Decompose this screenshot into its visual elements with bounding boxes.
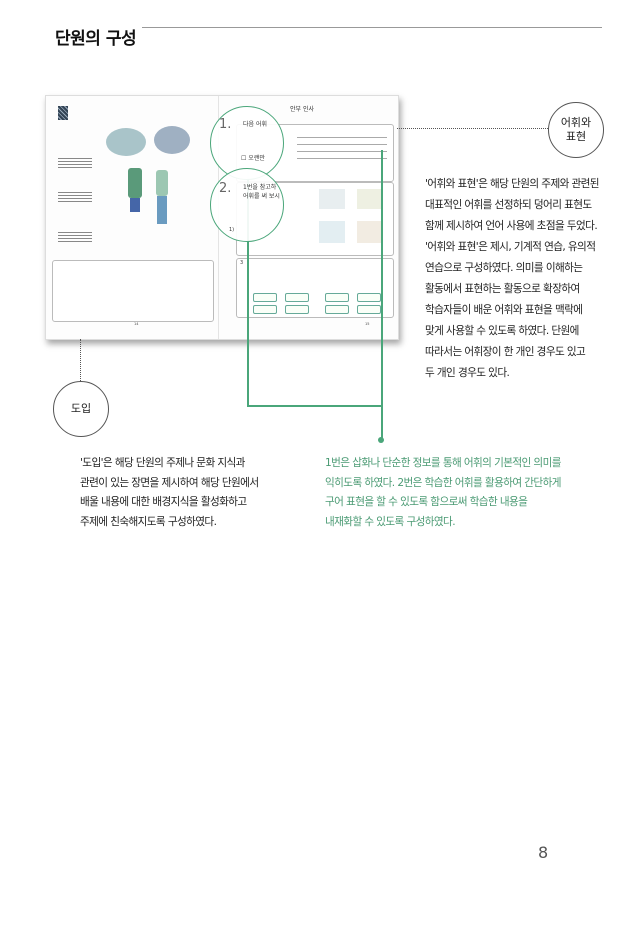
word-chip xyxy=(285,293,309,302)
unit-title: 안부 인사 xyxy=(290,106,314,113)
vocab-description: '어휘와 표현'은 해당 단원의 주제와 관련된 대표적인 어휘를 선정하되 덩… xyxy=(425,178,600,379)
page-number: 8 xyxy=(538,843,549,862)
exercise-image xyxy=(357,189,383,209)
qr-code-icon xyxy=(58,106,68,120)
sub-number: 1) xyxy=(229,227,235,233)
callout-leader-line xyxy=(80,339,81,381)
option-label: 오랜만 xyxy=(248,155,265,162)
connector-dot xyxy=(378,437,384,443)
exercise-image xyxy=(357,221,383,243)
word-chip xyxy=(325,293,349,302)
illustration-person-2 xyxy=(156,170,168,196)
item-text: 다음 어휘 xyxy=(243,121,267,128)
item-text-line: 어휘를 써 보시 xyxy=(243,193,280,200)
item-number: 1. xyxy=(219,117,232,132)
item-number: 2. xyxy=(219,181,232,196)
illustration-hiker xyxy=(106,128,146,156)
illustration-person-2-legs xyxy=(157,196,167,224)
intro-callout-label: 도입 xyxy=(53,381,109,437)
question-text xyxy=(58,232,92,242)
item-text-line: 1번을 참고하 xyxy=(243,184,277,191)
word-chip xyxy=(325,305,349,314)
notes-box xyxy=(52,260,214,322)
intro-description: '도입'은 해당 단원의 주제나 문화 지식과 관련이 있는 장면을 제시하여 … xyxy=(80,457,259,528)
illustration-office xyxy=(154,126,190,154)
exercise-image xyxy=(319,221,345,243)
connector-line xyxy=(381,150,383,440)
callout-leader-line xyxy=(397,128,548,129)
title-rule xyxy=(142,27,602,28)
illustration-person-1 xyxy=(128,168,142,198)
exercise-options xyxy=(297,137,387,165)
question-text xyxy=(58,158,92,168)
word-chip xyxy=(357,293,381,302)
word-chip xyxy=(285,305,309,314)
word-chip xyxy=(253,293,277,302)
exercise-3-number: 3 xyxy=(240,260,244,266)
word-chip xyxy=(357,305,381,314)
vocab-callout-label: 어휘와 표현 xyxy=(548,102,604,158)
connector-line xyxy=(247,170,249,406)
exercise-description: 1번은 삽화나 단순한 정보를 통해 어휘의 기본적인 의미를 익히도록 하였다… xyxy=(325,457,561,528)
page-title: 단원의 구성 xyxy=(55,29,137,49)
right-page-number: 15 xyxy=(365,322,370,326)
connector-line xyxy=(247,405,382,407)
exercise-image xyxy=(319,189,345,209)
exercise-3-box: 3 xyxy=(236,258,394,318)
left-page-number: 14 xyxy=(134,322,139,326)
word-chip xyxy=(253,305,277,314)
left-page: 14 xyxy=(46,96,219,339)
illustration-person-1-legs xyxy=(130,198,140,212)
magnifier-exercise-1: 1. 다음 어휘 ☐ 오랜만 xyxy=(210,106,284,180)
option-checkbox: ☐ 오랜만 xyxy=(241,155,265,162)
question-text xyxy=(58,192,92,204)
